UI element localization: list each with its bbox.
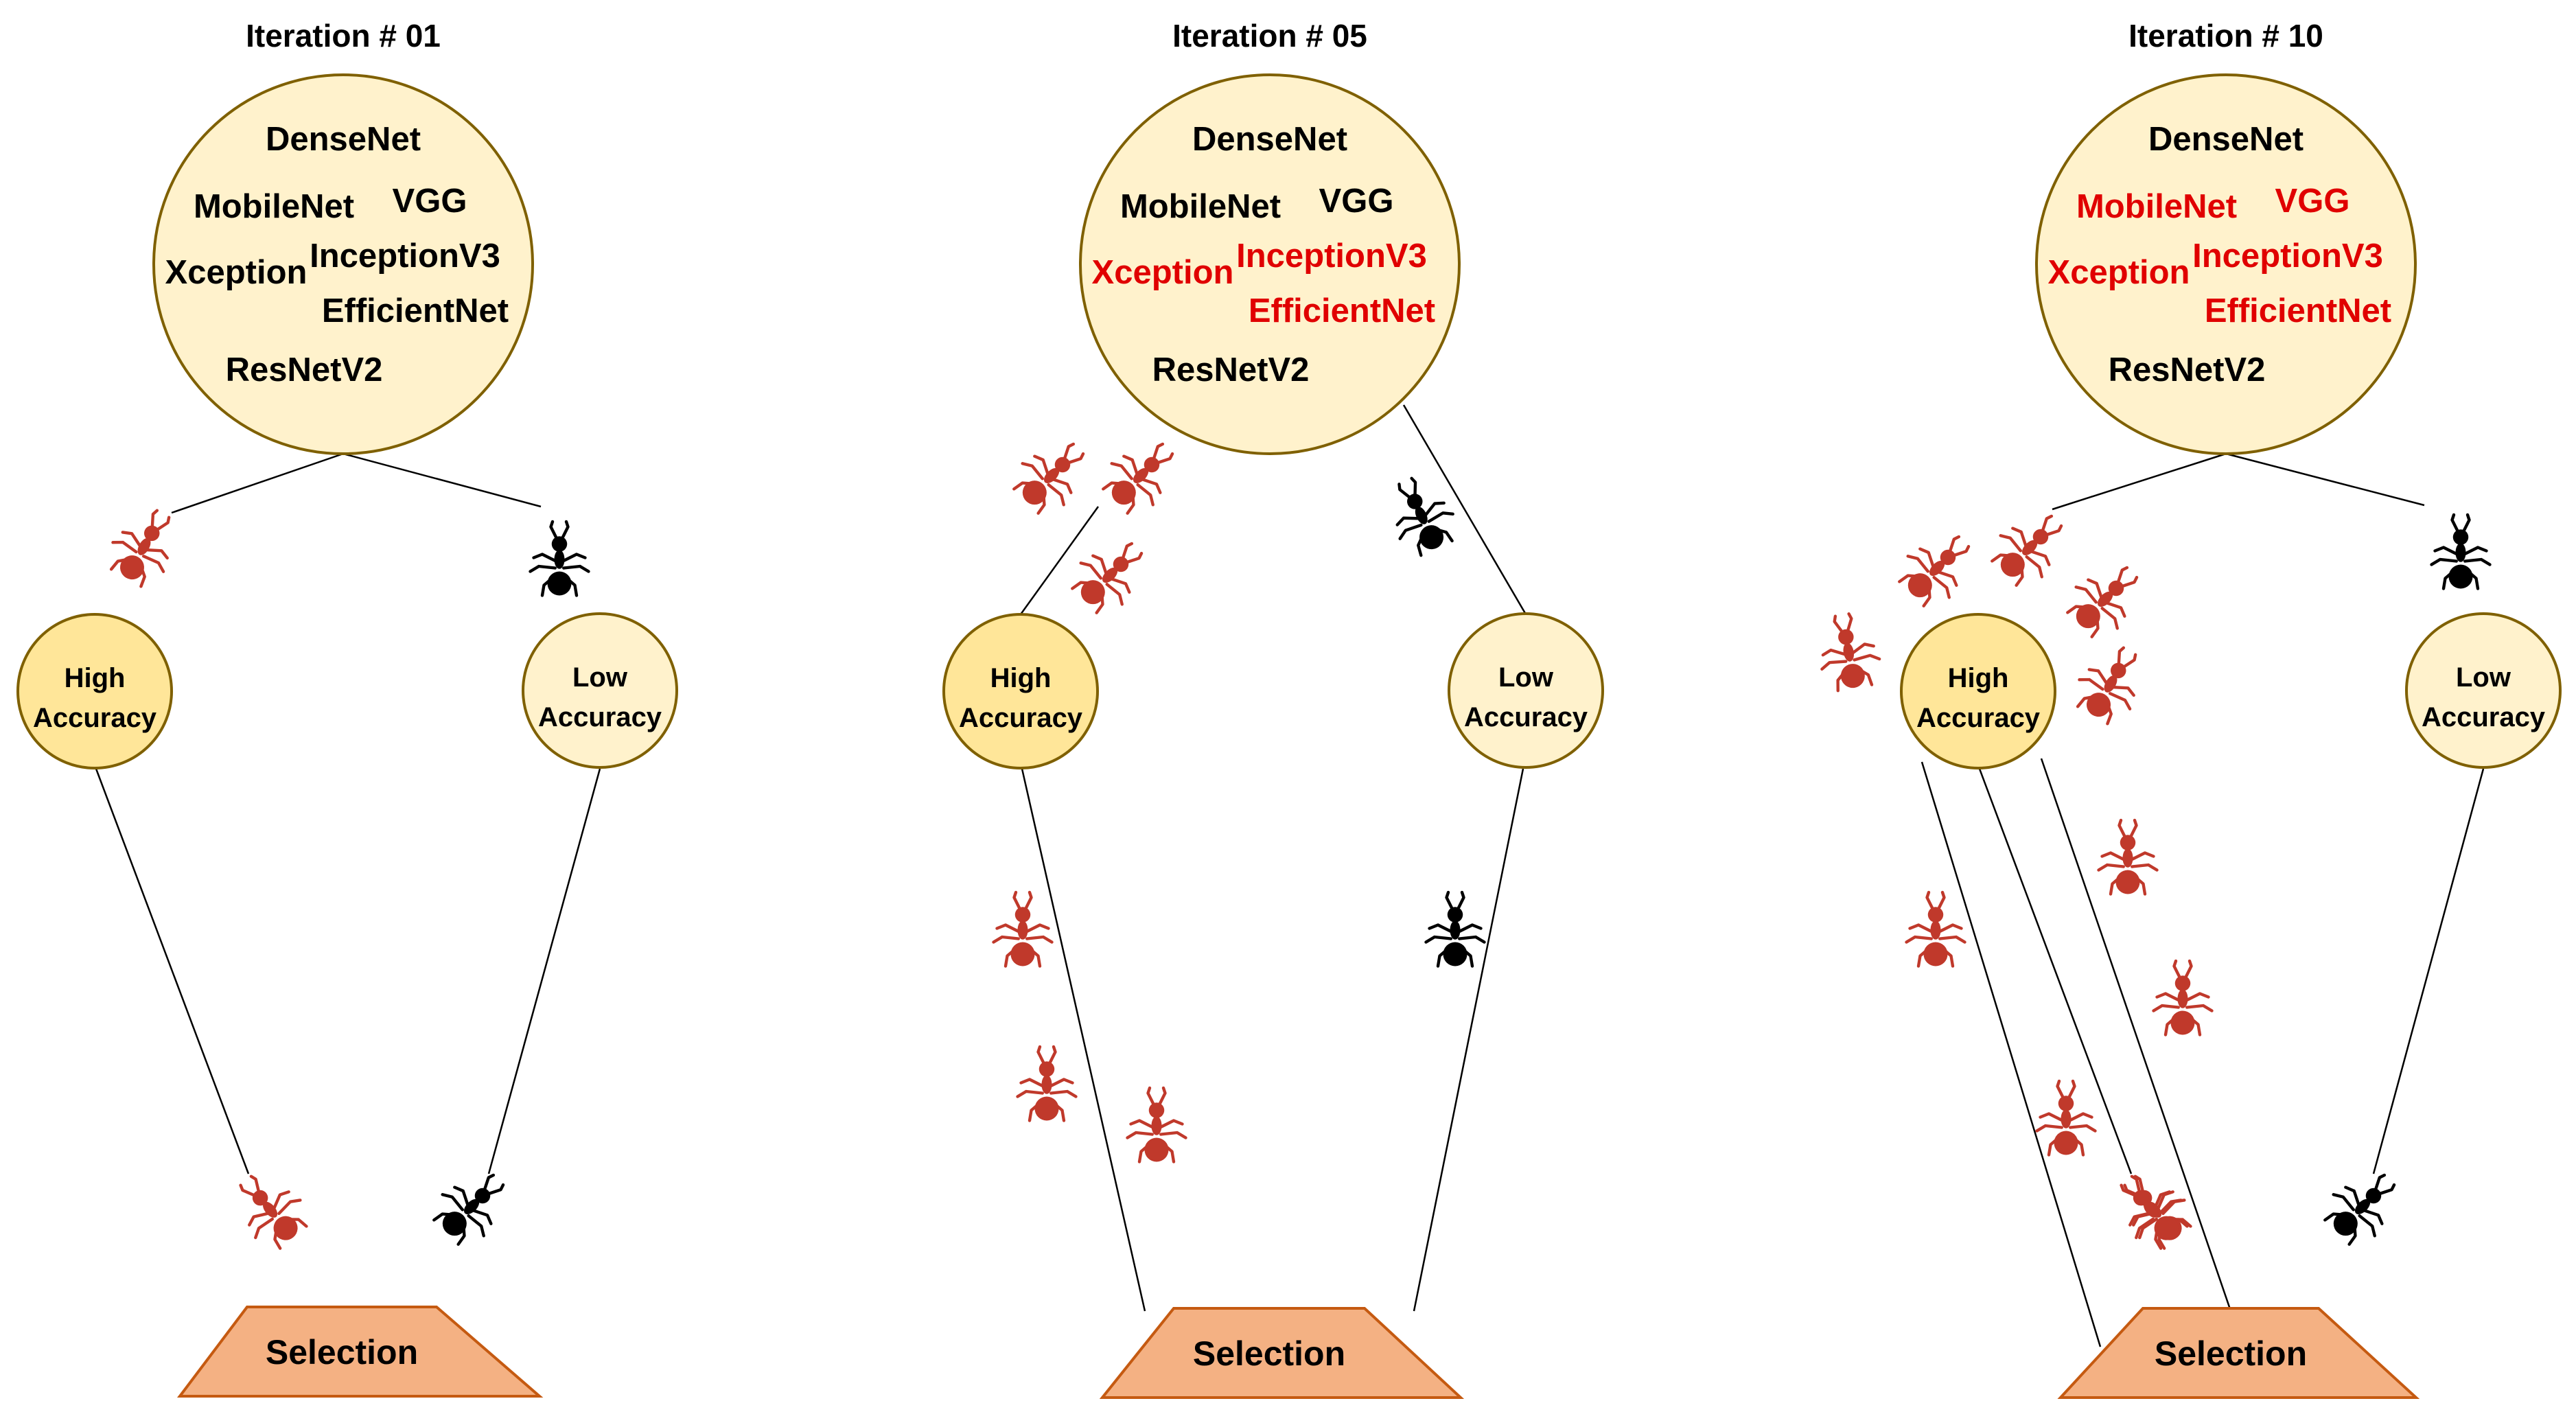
red-ant-icon xyxy=(1128,1088,1186,1162)
model-label-vgg: VGG xyxy=(2275,183,2350,220)
high-accuracy-label: High xyxy=(990,663,1052,693)
high-accuracy-label: Accuracy xyxy=(33,703,157,733)
black-ant-icon xyxy=(426,1159,519,1253)
red-ant-icon xyxy=(101,499,188,592)
path-line xyxy=(95,768,250,1174)
model-label-inceptionv3: InceptionV3 xyxy=(1236,238,1427,275)
path-line xyxy=(487,768,601,1174)
low-accuracy-label: Accuracy xyxy=(1464,702,1588,732)
path-line xyxy=(1978,768,2133,1174)
model-label-efficientnet: EfficientNet xyxy=(2205,292,2391,329)
low-accuracy-node xyxy=(522,612,678,769)
red-ant-icon xyxy=(2104,1162,2196,1256)
black-ant-icon xyxy=(1426,892,1485,966)
model-label-resnetv2: ResNetV2 xyxy=(2109,351,2266,389)
model-label-mobilenet: MobileNet xyxy=(2076,188,2237,225)
path-line xyxy=(2052,452,2227,511)
model-label-mobilenet: MobileNet xyxy=(194,188,354,225)
low-accuracy-node xyxy=(2405,612,2562,769)
low-accuracy-label: Accuracy xyxy=(538,702,662,732)
path-line xyxy=(2225,452,2425,507)
model-label-efficientnet: EfficientNet xyxy=(322,292,509,329)
red-ant-icon xyxy=(1891,521,1984,614)
high-accuracy-node xyxy=(16,613,173,769)
selection-label: Selection xyxy=(266,1333,418,1371)
iteration-title: Iteration # 01 xyxy=(246,18,441,54)
red-ant-icon xyxy=(994,892,1052,966)
red-ant-icon xyxy=(1095,428,1188,522)
path-line xyxy=(1019,506,1100,615)
model-label-resnetv2: ResNetV2 xyxy=(226,351,383,389)
red-ant-icon xyxy=(1813,610,1883,693)
red-ant-icon xyxy=(1018,1047,1076,1121)
selection-label: Selection xyxy=(1193,1334,1345,1373)
black-ant-icon xyxy=(531,522,589,596)
model-label-xception: Xception xyxy=(2048,254,2190,291)
model-label-xception: Xception xyxy=(165,254,308,291)
model-label-vgg: VGG xyxy=(393,183,467,220)
high-accuracy-label: High xyxy=(65,663,126,693)
model-label-resnetv2: ResNetV2 xyxy=(1152,351,1310,389)
model-label-xception: Xception xyxy=(1092,254,1234,291)
high-accuracy-label: Accuracy xyxy=(959,703,1083,733)
red-ant-icon xyxy=(2059,552,2153,645)
black-ant-icon xyxy=(2432,515,2490,589)
path-line xyxy=(1402,404,1527,615)
iteration-title: Iteration # 10 xyxy=(2128,18,2323,54)
selection-box xyxy=(1099,1307,1465,1399)
model-label-inceptionv3: InceptionV3 xyxy=(310,238,500,275)
path-line xyxy=(1921,761,2102,1347)
path-line xyxy=(1021,768,1146,1312)
path-line xyxy=(343,452,542,508)
high-accuracy-label: Accuracy xyxy=(1916,703,2041,733)
red-ant-icon xyxy=(1907,892,1965,966)
model-pool-circle xyxy=(152,73,534,455)
high-accuracy-label: High xyxy=(1948,663,2009,693)
path-line xyxy=(2040,758,2232,1312)
high-accuracy-node xyxy=(942,613,1099,769)
selection-label: Selection xyxy=(2155,1334,2307,1373)
model-label-efficientnet: EfficientNet xyxy=(1249,292,1435,329)
selection-box xyxy=(2057,1307,2420,1399)
path-line xyxy=(171,452,344,514)
black-ant-icon xyxy=(1379,469,1463,560)
model-label-densenet: DenseNet xyxy=(266,121,421,158)
model-label-inceptionv3: InceptionV3 xyxy=(2192,238,2383,275)
model-pool-circle xyxy=(1079,73,1461,455)
path-line xyxy=(1413,768,1524,1312)
red-ant-icon xyxy=(2099,820,2157,894)
black-ant-icon xyxy=(2317,1159,2410,1253)
model-label-densenet: DenseNet xyxy=(1192,121,1347,158)
path-line xyxy=(2372,768,2485,1174)
model-label-vgg: VGG xyxy=(1319,183,1394,220)
red-ant-icon xyxy=(2067,636,2155,730)
low-accuracy-label: Accuracy xyxy=(2422,702,2546,732)
iteration-title: Iteration # 05 xyxy=(1172,18,1367,54)
high-accuracy-node xyxy=(1900,613,2056,769)
selection-box xyxy=(176,1306,544,1398)
low-accuracy-label: Low xyxy=(1498,662,1554,693)
model-pool-circle xyxy=(2035,73,2417,455)
red-ant-icon xyxy=(2154,961,2212,1035)
low-accuracy-node xyxy=(1448,612,1604,769)
model-label-mobilenet: MobileNet xyxy=(1120,188,1281,225)
red-ant-icon xyxy=(1064,528,1157,621)
red-ant-icon xyxy=(1006,428,1099,522)
low-accuracy-label: Low xyxy=(572,662,628,693)
red-ant-icon xyxy=(224,1162,316,1256)
red-ant-icon xyxy=(1984,500,2077,594)
low-accuracy-label: Low xyxy=(2456,662,2511,693)
model-label-densenet: DenseNet xyxy=(2148,121,2304,158)
red-ant-icon xyxy=(2037,1081,2096,1155)
